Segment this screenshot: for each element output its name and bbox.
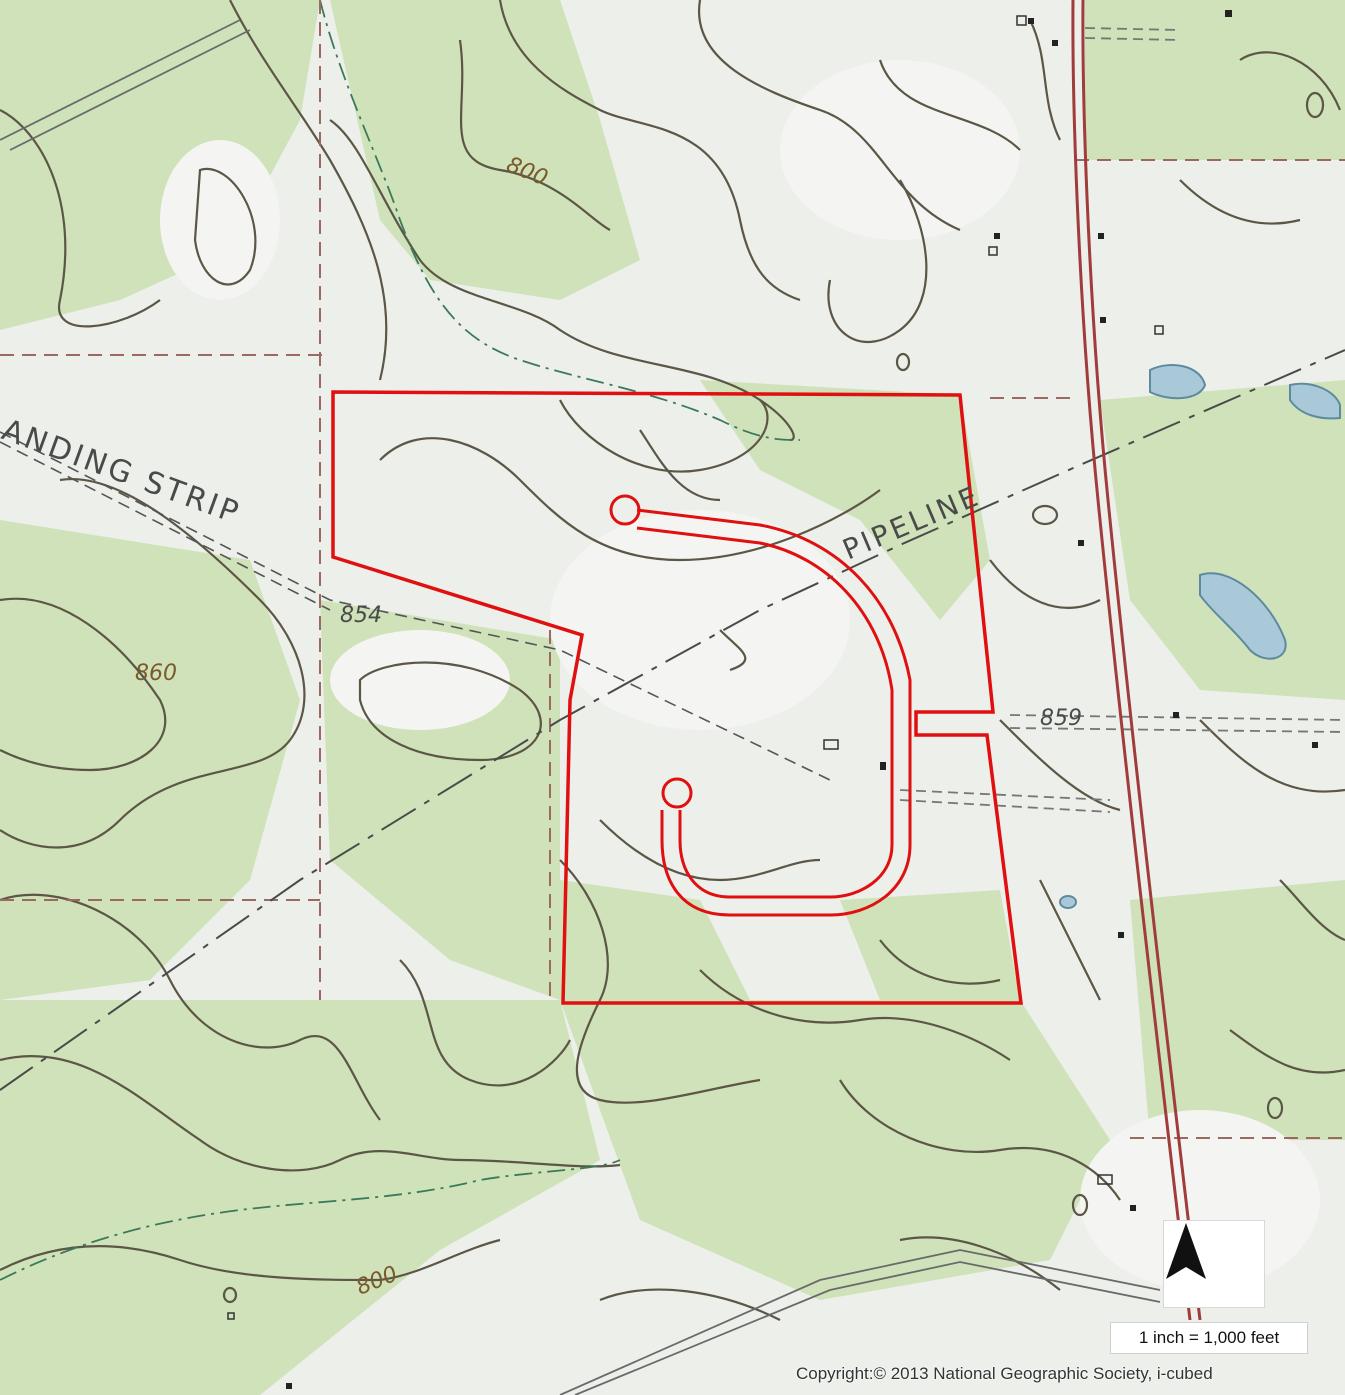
buildings <box>286 10 1318 1389</box>
site-boundary <box>331 390 1023 1005</box>
pipeline-line <box>0 349 1345 1091</box>
section-lines <box>0 0 1345 1139</box>
elevation-label-859: 859 <box>1040 706 1082 731</box>
highlight-areas <box>160 60 1320 1290</box>
scale-label: 1 inch = 1,000 feet <box>1110 1322 1308 1354</box>
copyright-text: Copyright:© 2013 National Geographic Soc… <box>796 1364 1213 1383</box>
north-arrow-icon <box>1166 1223 1206 1279</box>
elevation-label-860: 860 <box>135 661 177 686</box>
landing-strip-line <box>0 431 831 781</box>
streams <box>0 0 801 1281</box>
water-bodies <box>1059 364 1341 909</box>
outline-buildings <box>227 15 1164 1320</box>
solid-roads <box>0 19 1161 1395</box>
proposed-road <box>609 494 912 917</box>
north-arrow-box <box>1163 1220 1265 1308</box>
highway <box>1071 0 1202 1321</box>
elevation-label-854: 854 <box>340 603 382 628</box>
